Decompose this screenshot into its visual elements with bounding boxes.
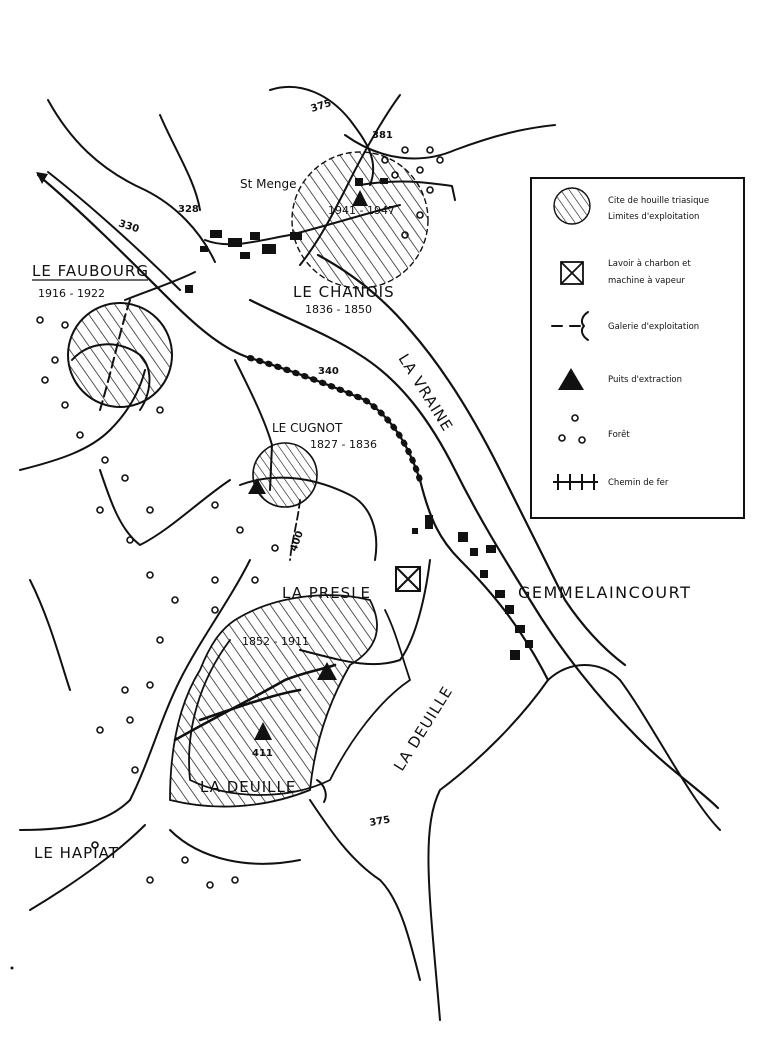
- legend-crossed-square-icon: [560, 261, 584, 285]
- altitude-375-top: 375: [310, 98, 333, 115]
- valley-edge: [129, 559, 251, 801]
- altitude-375-bottom: 375: [369, 814, 392, 828]
- gemmelaincourt-buildings: [412, 515, 533, 660]
- label-la-deuille-river: LA DEUILLE: [390, 683, 456, 774]
- label-le-chanois: LE CHANOIS: [293, 283, 395, 301]
- stream: [159, 114, 201, 211]
- faubourg-gallery: [99, 299, 131, 411]
- date-le-chanois: 1836 - 1850: [305, 303, 372, 316]
- legend-triangle-icon: [558, 368, 584, 390]
- forest-circles: [36, 146, 444, 889]
- altitude-400: 400: [288, 530, 305, 553]
- gallery-line: [289, 499, 301, 561]
- label-le-cugnot: LE CUGNOT: [272, 421, 343, 435]
- stream: [344, 124, 556, 160]
- st-menge-street: [204, 204, 401, 246]
- gallery-marker-icon: [316, 779, 327, 803]
- mining-area-le-cugnot: [252, 442, 318, 508]
- label-le-hapiat: LE HAPIAT: [34, 844, 119, 862]
- valley-edge: [99, 469, 231, 546]
- altitude-340: 340: [318, 366, 339, 377]
- date-st-menge: 1941 - 1947: [328, 204, 395, 217]
- valley-edge: [19, 799, 131, 831]
- railway-ties: [247, 355, 423, 483]
- vraine-river-west-bank: [248, 298, 720, 810]
- railway-line-parallel: [47, 171, 181, 291]
- deuille-gallery: [173, 663, 337, 742]
- pit-triangle-icon-la-presle: [317, 662, 337, 680]
- railway-arrow-icon: [36, 172, 48, 184]
- valley-edge: [29, 824, 146, 911]
- road: [427, 679, 549, 1021]
- altitude-381: 381: [372, 130, 393, 141]
- speck: [10, 966, 14, 970]
- faubourg-road: [71, 343, 151, 411]
- legend-text-5: Forêt: [608, 429, 630, 440]
- road: [234, 359, 273, 491]
- valley-edge: [169, 829, 301, 865]
- pit-triangle-icon-le-cugnot: [248, 478, 266, 494]
- legend-railway-icon: [553, 474, 598, 490]
- label-la-presle: LA PRESLE: [282, 584, 371, 602]
- legend-text-2b: machine à vapeur: [608, 276, 685, 286]
- legend-box: [530, 177, 745, 519]
- coal-washer-icon: [395, 566, 421, 592]
- altitude-411: 411: [252, 748, 273, 759]
- stream: [47, 99, 216, 263]
- legend-gallery-symbol-icon: [551, 311, 589, 341]
- road: [124, 271, 196, 301]
- railway-ties: [37, 174, 171, 301]
- legend-text-4: Puits d'extraction: [608, 375, 682, 385]
- date-le-cugnot: 1827 - 1836: [310, 438, 377, 451]
- deuille-exploitation-limit: [188, 609, 411, 796]
- deuille-gallery: [198, 688, 302, 722]
- date-la-deuille: 1852 - 1911: [242, 635, 309, 648]
- altitude-328: 328: [178, 204, 199, 215]
- legend-hatched-circle-icon: [553, 187, 591, 225]
- mining-area-le-faubourg: [67, 302, 173, 408]
- valley-edge: [309, 799, 421, 981]
- pit-triangle-icon-st-menge: [352, 190, 368, 206]
- st-menge-buildings: [185, 178, 388, 293]
- pit-triangle-icon-la-deuille: [254, 722, 272, 740]
- legend-text-1a: Cite de houille triasique: [608, 196, 709, 206]
- road: [547, 664, 721, 831]
- legend-text-1b: Limites d'exploitation: [608, 212, 699, 222]
- legend-text-2a: Lavoir à charbon et: [608, 259, 691, 269]
- legend-text-3: Galerie d'exploitation: [608, 322, 699, 332]
- mining-area-la-deuille: [169, 594, 378, 808]
- label-la-deuille-site: LA DEUILLE: [200, 778, 296, 796]
- label-le-faubourg: LE FAUBOURG: [32, 262, 149, 280]
- label-st-menge: St Menge: [240, 177, 296, 191]
- label-gemmelaincourt: GEMMELAINCOURT: [518, 583, 691, 602]
- date-le-faubourg: 1916 - 1922: [38, 287, 105, 300]
- mining-area-st-menge: [291, 151, 429, 289]
- legend-forest-circles-icon: [558, 414, 586, 444]
- valley-edge: [29, 579, 71, 691]
- legend: Cite de houille triasique Limites d'expl…: [530, 177, 745, 519]
- vraine-river-east-bank: [316, 253, 627, 667]
- legend-text-6: Chemin de fer: [608, 478, 669, 488]
